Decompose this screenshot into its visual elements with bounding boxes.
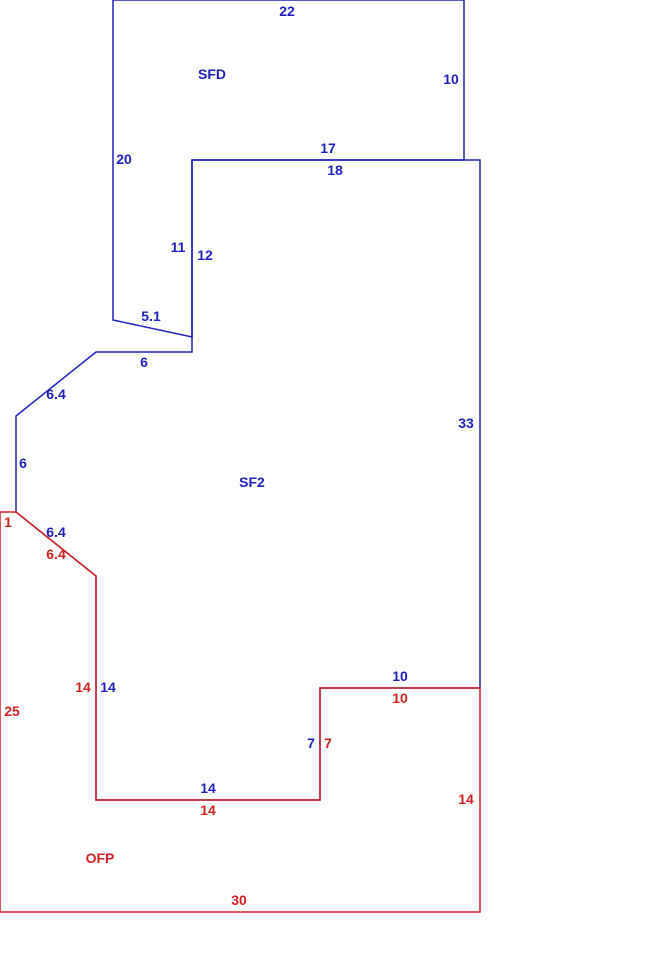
sfd-outline [112, 0, 465, 338]
dim-ofp-left-small: 1 [4, 514, 12, 530]
dim-sfd-bottom: 17 [320, 140, 336, 156]
dim-ofp-inner-vert: 14 [75, 679, 91, 695]
area-label-sf2: SF2 [239, 474, 265, 490]
dim-sf2-ledge: 6 [140, 354, 148, 370]
ofp-outline [0, 511, 481, 913]
dim-sf2-inner-vert: 14 [100, 679, 116, 695]
dim-sfd-diag: 5.1 [141, 308, 161, 324]
dim-ofp-notch-vert: 7 [324, 735, 332, 751]
dim-sfd-right: 10 [443, 71, 459, 87]
dim-ofp-notch-top: 10 [392, 690, 408, 706]
dim-sfd-top: 22 [279, 3, 295, 19]
dim-ofp-inner-bottom: 14 [200, 802, 216, 818]
dim-sfd-inner: 11 [171, 239, 186, 255]
dim-ofp-right: 14 [458, 791, 474, 807]
dim-sf2-step: 12 [197, 247, 213, 263]
dim-sf2-right: 33 [458, 415, 474, 431]
dim-sf2-notch-top: 10 [392, 668, 408, 684]
dim-sf2-notch-vert: 7 [307, 735, 315, 751]
dim-ofp-diag: 6.4 [46, 546, 66, 562]
dim-sf2-diag-lower: 6.4 [46, 524, 66, 540]
dim-ofp-bottom: 30 [231, 892, 247, 908]
dim-sf2-top: 18 [327, 162, 343, 178]
dim-sf2-bottom: 14 [200, 780, 216, 796]
dim-ofp-left: 25 [4, 703, 20, 719]
dim-sfd-left: 20 [116, 151, 132, 167]
area-label-sfd: SFD [198, 66, 226, 82]
area-label-ofp: OFP [86, 850, 115, 866]
dim-sf2-diag-upper: 6.4 [46, 386, 66, 402]
dim-sf2-left: 6 [19, 455, 27, 471]
